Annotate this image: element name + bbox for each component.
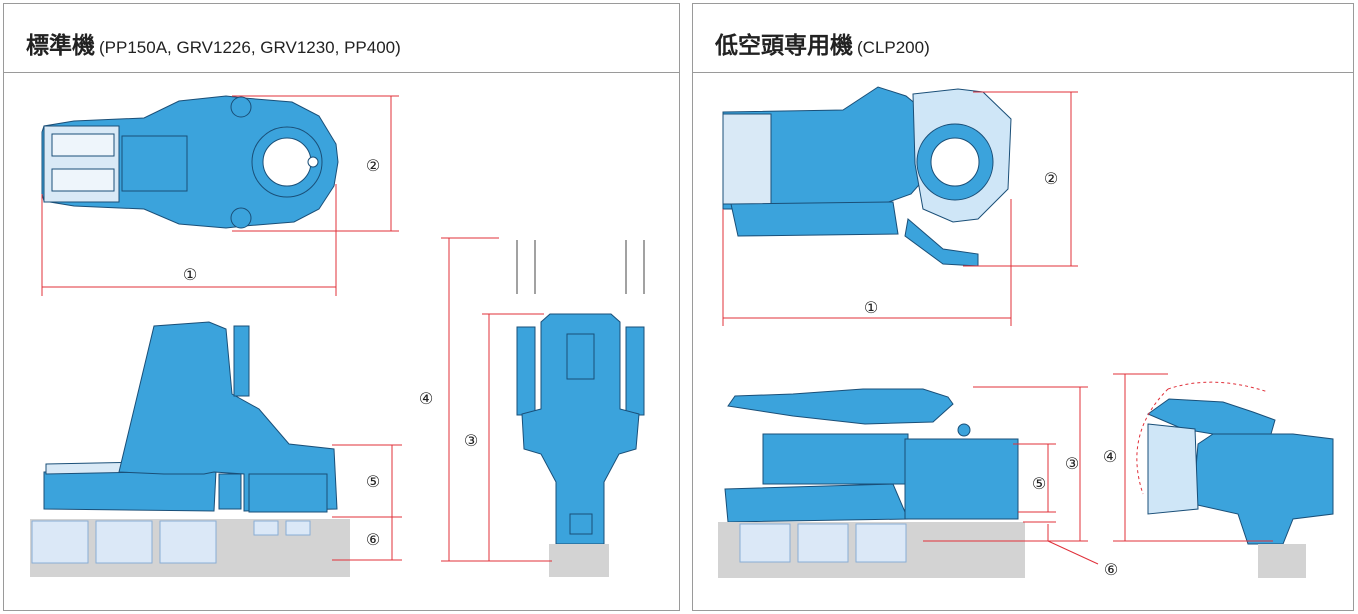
title-divider (693, 72, 1353, 73)
side-view-machine (724, 388, 1019, 523)
dimension-label-2: ② (366, 156, 380, 175)
dimension-label-4: ④ (419, 389, 433, 408)
dimension-label-5: ⑤ (1032, 474, 1046, 493)
dimension-label-3: ③ (464, 431, 478, 450)
standard-machine-panel: 標準機(PP150A, GRV1226, GRV1230, PP400) (3, 3, 680, 611)
low-headroom-machine-panel: 低空頭専用機(CLP200) (692, 3, 1354, 611)
panel-title-models: (CLP200) (857, 38, 930, 57)
dimension-label-2: ② (1044, 169, 1058, 188)
panel-title: 標準機(PP150A, GRV1226, GRV1230, PP400) (26, 26, 401, 60)
front-view-upper-guides (516, 240, 645, 294)
low-headroom-machine-drawing: ① ② ③ ④ ⑤ ⑥ (718, 86, 1334, 579)
rotation-view-machine (1146, 398, 1334, 545)
panel-title-models: (PP150A, GRV1226, GRV1230, PP400) (99, 38, 401, 57)
panel-title-main: 標準機 (26, 33, 95, 59)
top-view-machine (41, 95, 339, 229)
front-view-machine (516, 313, 645, 545)
standard-machine-drawing: ① ② ④ ③ ⑤ ⑥ (30, 95, 645, 577)
dimension-label-1: ① (864, 298, 878, 317)
panel-title: 低空頭専用機(CLP200) (715, 26, 930, 60)
rotation-arc-top (1167, 381, 1269, 393)
dimension-label-5: ⑤ (366, 472, 380, 491)
panel-title-main: 低空頭専用機 (715, 33, 853, 59)
dimension-lines (41, 95, 552, 562)
dimension-lines (722, 91, 1273, 565)
side-view-machine (43, 321, 338, 513)
title-divider (4, 72, 679, 73)
dimension-label-6: ⑥ (366, 530, 380, 549)
ground-pile-front (549, 544, 609, 577)
rotation-arc (1136, 388, 1169, 495)
dimension-label-6: ⑥ (1104, 560, 1118, 579)
top-view-machine (722, 86, 1012, 267)
ground-piles-side (30, 519, 350, 577)
dimension-label-1: ① (183, 265, 197, 284)
dimension-label-4: ④ (1103, 447, 1117, 466)
dimension-label-3: ③ (1065, 454, 1079, 473)
